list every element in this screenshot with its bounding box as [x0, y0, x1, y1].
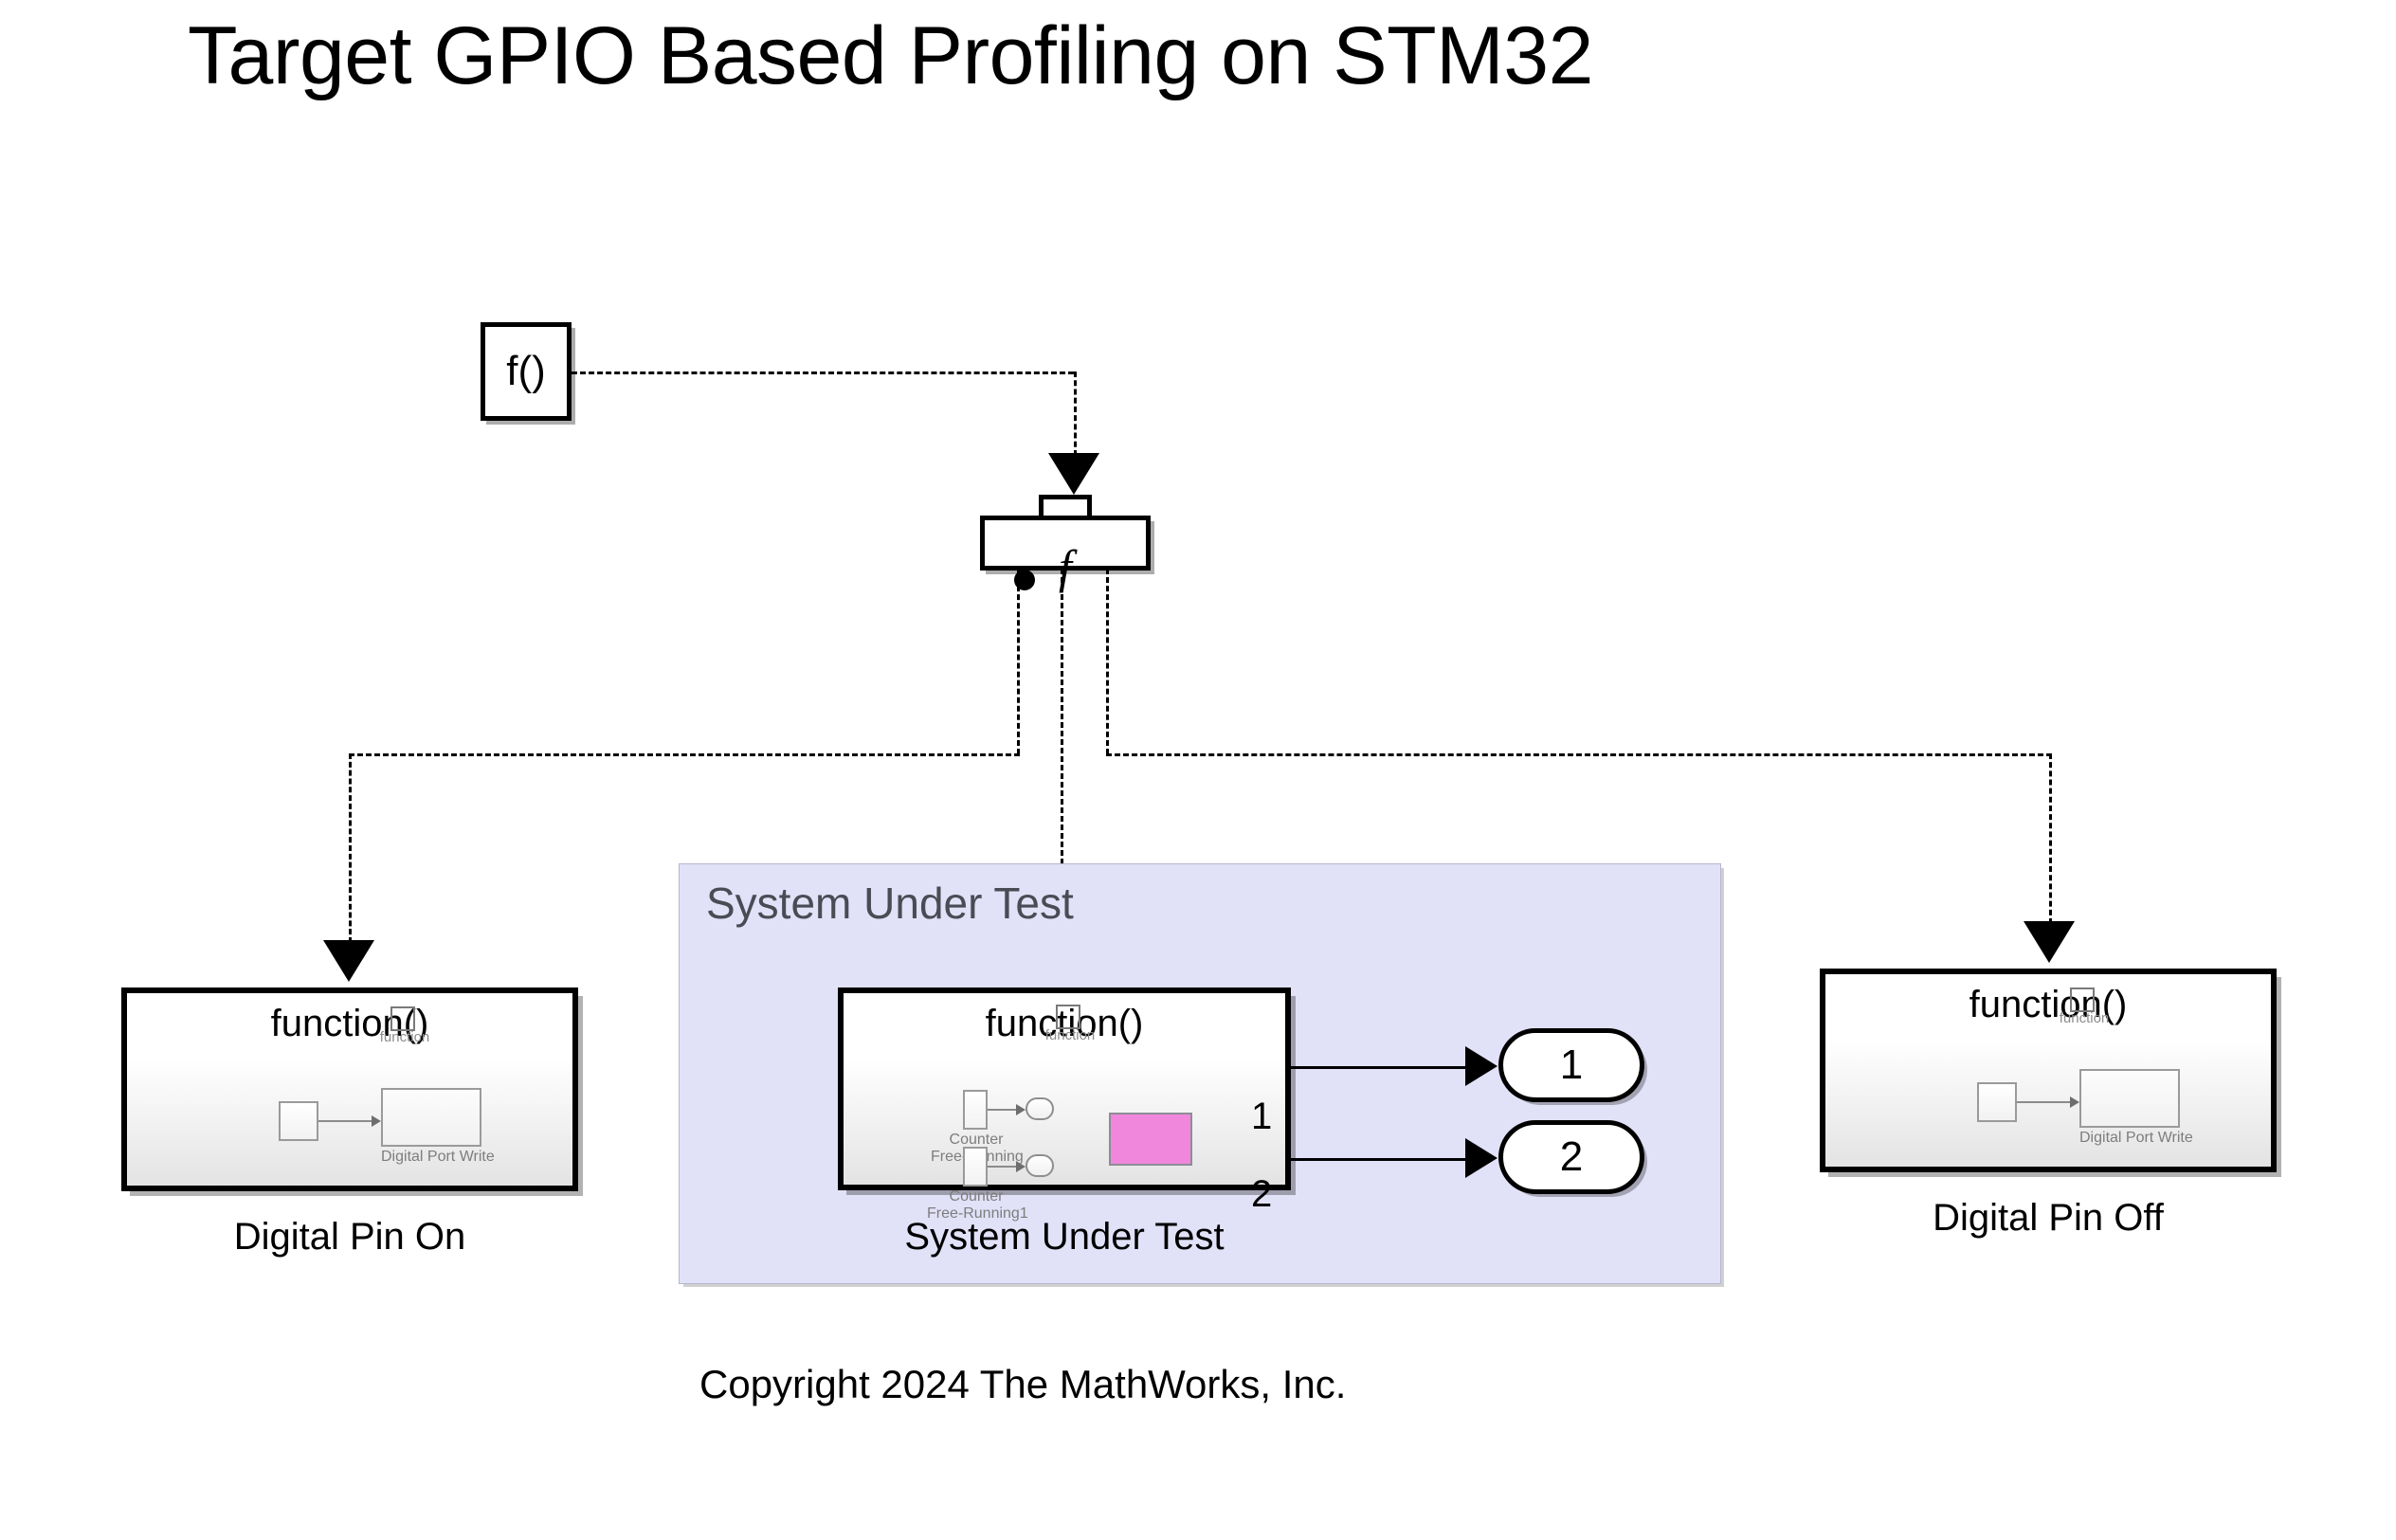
mini-counter-label-line-1: Counter — [949, 1132, 1004, 1148]
signal-sut-out2-line — [1291, 1158, 1471, 1161]
system-under-test-caption: System Under Test — [904, 1216, 1225, 1258]
signal-fcall-to-split-horizontal — [572, 371, 1074, 374]
digital-pin-on-subsystem[interactable]: function() function Digital Port Write — [121, 987, 578, 1191]
output-port-number-2: 2 — [1251, 1173, 1273, 1215]
function-trigger-port-label: function — [1044, 1027, 1096, 1043]
mini-counter1-label-line-1: Counter — [949, 1188, 1004, 1205]
digital-pin-off-subsystem[interactable]: function() function Digital Port Write — [1820, 969, 2277, 1172]
signal-fcall-to-split-vertical — [1074, 371, 1077, 456]
mini-digital-port-write-label: Digital Port Write — [381, 1149, 495, 1165]
signal-sut-out1-line — [1291, 1066, 1471, 1069]
function-trigger-port-icon — [390, 1006, 415, 1031]
digital-pin-on-caption: Digital Pin On — [233, 1216, 466, 1258]
signal-split-middle-vertical — [1061, 569, 1063, 967]
digital-pin-off-caption: Digital Pin Off — [1933, 1197, 2164, 1239]
mini-counter-signal-line — [988, 1109, 1022, 1111]
function-trigger-port-icon — [1056, 1005, 1080, 1029]
function-trigger-port-label: function — [2059, 1010, 2110, 1026]
mini-outport-oval — [1026, 1097, 1054, 1120]
mini-counter-signal-arrowhead — [1016, 1104, 1026, 1115]
mini-counter-free-running1-block — [963, 1147, 988, 1187]
outport-block-1[interactable]: 1 — [1498, 1028, 1644, 1102]
output-port-number-1: 1 — [1251, 1096, 1273, 1137]
signal-digital-pin-on-arrowhead — [323, 940, 374, 982]
signal-split-left-horizontal — [349, 753, 1020, 756]
function-trigger-port-icon — [2070, 987, 2095, 1012]
signal-split-right-horizontal — [1106, 753, 2052, 756]
signal-digital-pin-off-arrowhead — [2024, 921, 2075, 963]
mini-digital-port-write-block — [381, 1088, 481, 1147]
function-call-split-body: f — [980, 516, 1151, 590]
function-call-generator-label: f() — [506, 348, 546, 394]
digital-pin-on-title: function() — [270, 1003, 429, 1044]
system-under-test-title: function() — [985, 1003, 1144, 1044]
mini-signal-line — [2017, 1101, 2076, 1103]
signal-split-right-vertical-a — [1106, 569, 1109, 754]
mini-digital-port-write-block — [2079, 1069, 2180, 1128]
page-title: Target GPIO Based Profiling on STM32 — [188, 10, 1593, 101]
mini-counter1-signal-line — [988, 1166, 1022, 1168]
function-call-split-block[interactable]: f — [980, 495, 1151, 590]
mini-signal-arrowhead — [372, 1115, 381, 1127]
mini-signal-line — [318, 1120, 377, 1122]
function-trigger-port-label: function — [379, 1029, 430, 1045]
digital-pin-off-title: function() — [1969, 984, 2128, 1025]
mini-constant-block — [279, 1101, 318, 1141]
mini-constant-block — [1977, 1082, 2017, 1122]
signal-fcall-to-split-arrowhead — [1048, 453, 1099, 495]
mini-counter1-signal-arrowhead — [1016, 1161, 1026, 1172]
signal-sut-out2-arrowhead — [1465, 1138, 1498, 1178]
system-under-test-subsystem[interactable]: function() function 1 2 Counter Free-Run… — [838, 987, 1291, 1222]
outport-block-2-label: 2 — [1559, 1133, 1584, 1180]
signal-split-right-vertical-b — [2049, 753, 2052, 924]
mini-counter1-label-line-2: Free-Running1 — [927, 1205, 1028, 1222]
signal-sut-out1-arrowhead — [1465, 1046, 1498, 1086]
mini-digital-port-write-label: Digital Port Write — [2079, 1130, 2193, 1146]
signal-split-left-vertical-a — [1017, 569, 1020, 754]
copyright-text: Copyright 2024 The MathWorks, Inc. — [699, 1362, 1347, 1406]
outport-block-2[interactable]: 2 — [1498, 1120, 1644, 1194]
function-call-generator-block[interactable]: f() — [481, 322, 572, 421]
mini-counter-free-running-block — [963, 1090, 988, 1130]
signal-split-left-vertical-b — [349, 753, 352, 943]
mini-highlighted-block — [1109, 1113, 1192, 1166]
mini-signal-arrowhead — [2070, 1096, 2079, 1108]
system-under-test-area-label: System Under Test — [706, 879, 1074, 928]
mini-outport1-oval — [1026, 1154, 1054, 1177]
outport-block-1-label: 1 — [1559, 1042, 1584, 1088]
